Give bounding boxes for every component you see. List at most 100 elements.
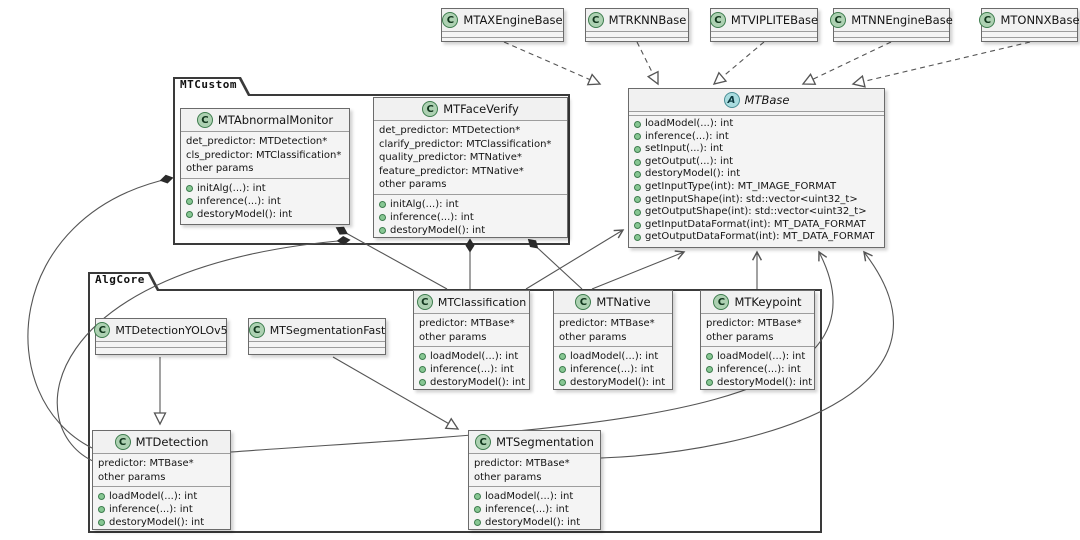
class-mtkeypoint: C MTKeypoint predictor: MTBase* other pa…: [700, 290, 815, 390]
public-method-icon: [634, 120, 641, 128]
public-method-icon: [98, 519, 105, 526]
method-label: loadModel(...): int: [430, 351, 519, 362]
class-icon: C: [196, 112, 213, 128]
attribute-label: other params: [559, 331, 627, 343]
edge-viplite-realizes-mtbase: [712, 41, 765, 85]
class-mtfaceverify: C MTFaceVerify det_predictor: MTDetectio…: [373, 97, 568, 238]
method-label: inference(...): int: [570, 364, 654, 375]
public-method-icon: [634, 234, 641, 242]
method-label: loadModel(...): int: [570, 351, 659, 362]
public-method-icon: [634, 221, 641, 229]
edge-native-to-mtbase: [591, 250, 686, 290]
class-name: MTVIPLITEBase: [730, 13, 819, 27]
attribute-label: predictor: MTBase*: [419, 318, 515, 329]
class-name: MTSegmentationFast: [269, 323, 386, 337]
public-method-icon: [559, 366, 566, 373]
attribute-label: predictor: MTBase*: [98, 458, 194, 469]
class-icon: C: [713, 294, 730, 310]
class-mtviplitebase: C MTVIPLITEBase: [709, 8, 819, 42]
public-method-icon: [379, 213, 386, 221]
public-method-icon: [634, 209, 641, 217]
package-label: MTCustom: [180, 78, 237, 91]
method-label: initAlg(...): int: [390, 198, 459, 210]
class-mtnative: C MTNative predictor: MTBase* other para…: [553, 290, 673, 390]
method-label: loadModel(...): int: [485, 491, 574, 502]
method-label: destoryModel(): int: [390, 224, 486, 236]
public-method-icon: [706, 366, 713, 373]
method-label: destoryModel(): int: [485, 517, 581, 528]
method-label: destoryModel(): int: [645, 168, 741, 180]
public-method-icon: [634, 133, 641, 141]
class-icon: C: [709, 12, 726, 28]
public-method-icon: [379, 200, 386, 208]
edge-detection-composed-in-faceverify: [56, 235, 351, 463]
class-mtsegmentation: C MTSegmentation predictor: MTBase* othe…: [468, 430, 601, 530]
public-method-icon: [98, 506, 105, 513]
class-icon: C: [575, 294, 592, 310]
public-method-icon: [706, 353, 713, 360]
class-icon: C: [475, 434, 492, 450]
package-mtcustom-tab: MTCustom: [173, 77, 251, 96]
attribute-label: other params: [419, 331, 487, 343]
method-label: getOutputShape(int): std::vector<uint32_…: [645, 206, 867, 218]
public-method-icon: [419, 366, 426, 373]
edge-detection-to-mtbase: [230, 250, 834, 453]
method-label: loadModel(...): int: [717, 351, 806, 362]
class-icon: C: [114, 434, 131, 450]
edge-rknn-realizes-mtbase: [636, 41, 659, 86]
method-label: loadModel(...): int: [109, 491, 198, 502]
class-mtonnxbase: C MTONNXBase: [979, 8, 1080, 42]
attribute-label: det_predictor: MTDetection*: [186, 136, 328, 147]
method-label: destoryModel(): int: [717, 377, 813, 388]
attribute-label: predictor: MTBase*: [706, 318, 802, 329]
public-method-icon: [634, 158, 641, 166]
public-method-icon: [559, 379, 566, 386]
class-icon: C: [416, 294, 433, 310]
class-mtabnormalmonitor: C MTAbnormalMonitor det_predictor: MTDet…: [180, 108, 350, 225]
class-mtdetection: C MTDetection predictor: MTBase* other p…: [92, 430, 231, 530]
public-method-icon: [379, 226, 386, 234]
package-label: AlgCore: [95, 273, 145, 286]
edge-axengine-realizes-mtbase: [503, 41, 602, 86]
public-method-icon: [186, 210, 193, 218]
method-label: inference(...): int: [197, 195, 281, 207]
method-label: inference(...): int: [485, 504, 569, 515]
package-algcore-tab: AlgCore: [88, 272, 160, 291]
class-name: MTDetectionYOLOv5: [115, 323, 228, 337]
attribute-label: predictor: MTBase*: [559, 318, 655, 329]
attribute-label: feature_predictor: MTNative*: [379, 165, 524, 177]
method-label: getOutput(...): int: [645, 155, 734, 167]
edge-native-composed-in-faceverify: [527, 238, 583, 290]
class-icon: C: [979, 12, 996, 28]
public-method-icon: [706, 379, 713, 386]
method-label: destoryModel(): int: [109, 517, 205, 528]
class-icon: C: [248, 322, 265, 338]
method-label: destoryModel(): int: [570, 377, 666, 388]
class-name: MTRKNNBase: [608, 13, 687, 27]
edge-classification-to-mtbase: [525, 229, 625, 290]
method-label: getInputDataFormat(int): MT_DATA_FORMAT: [645, 218, 866, 230]
attribute-label: other params: [98, 471, 166, 483]
class-icon: C: [94, 322, 111, 338]
class-name: MTAXEngineBase: [463, 13, 563, 27]
public-method-icon: [474, 519, 481, 526]
attribute-label: det_predictor: MTDetection*: [379, 125, 521, 136]
class-mtsegmentationfast: C MTSegmentationFast: [248, 318, 386, 355]
public-method-icon: [634, 146, 641, 154]
class-name: MTFaceVerify: [443, 102, 519, 116]
class-mtaxenginebase: C MTAXEngineBase: [441, 8, 564, 42]
class-mtbase: A MTBase loadModel(...): int inference(.…: [628, 88, 885, 248]
attribute-label: quality_predictor: MTNative*: [379, 152, 522, 163]
attribute-label: clarify_predictor: MTClassification*: [379, 138, 552, 150]
public-method-icon: [186, 184, 193, 192]
method-label: loadModel(...): int: [645, 118, 734, 130]
public-method-icon: [98, 493, 105, 500]
public-method-icon: [419, 353, 426, 360]
edge-detection-composed-in-abnormalmonitor: [27, 174, 174, 449]
class-name: MTONNXBase: [1000, 13, 1080, 27]
abstract-class-icon: A: [723, 92, 740, 108]
class-name: MTAbnormalMonitor: [217, 113, 334, 127]
class-name: MTNNEngineBase: [851, 13, 953, 27]
